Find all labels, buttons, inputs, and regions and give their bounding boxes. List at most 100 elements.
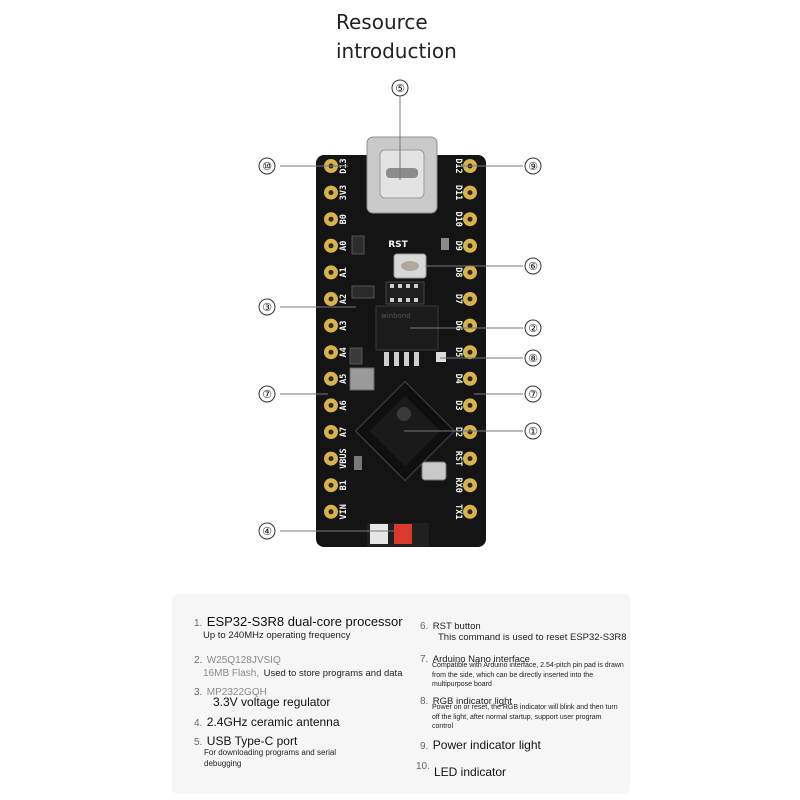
legend-item-3: 3. MP2322GQH [194, 682, 267, 700]
right-pin-label: D4 [453, 374, 463, 384]
left-pin-hole [328, 216, 334, 222]
legend-title: MP2322GQH [206, 687, 267, 698]
left-pin-hole [328, 269, 334, 275]
legend-title: RGB indicator light [432, 696, 512, 707]
svg-text:⑩: ⑩ [262, 160, 272, 173]
svg-text:⑤: ⑤ [395, 82, 405, 95]
svg-text:⑨: ⑨ [528, 160, 538, 173]
left-pin-hole [328, 429, 334, 435]
right-pin-hole [467, 349, 473, 355]
callout-10: ⑩ [258, 157, 276, 175]
svg-text:①: ① [528, 425, 538, 438]
legend-num: 5. [194, 737, 203, 748]
legend-desc-line: control [432, 723, 454, 730]
left-pin-hole [328, 402, 334, 408]
left-pin-label: B0 [339, 214, 349, 224]
left-pin-label: 3V3 [339, 185, 349, 200]
legend-title: RST button [432, 621, 481, 632]
right-pin-label: D10 [453, 212, 463, 227]
legend-desc-5: For downloading programs and serial debu… [204, 748, 336, 769]
right-pin-hole [467, 376, 473, 382]
right-pin-label: D12 [453, 158, 463, 173]
legend-title: W25Q128JVSIQ [206, 655, 281, 666]
left-pin-hole [328, 349, 334, 355]
right-pin-label: RST [453, 451, 463, 466]
left-pin-label: B1 [339, 480, 349, 490]
legend-num: 9. [420, 741, 429, 752]
callout-8: ⑧ [524, 349, 542, 367]
right-pin-hole [467, 190, 473, 196]
svg-text:⑥: ⑥ [528, 260, 538, 273]
legend-num: 10. [416, 761, 430, 772]
right-pin-label: D3 [453, 400, 463, 410]
right-pin-label: D6 [453, 320, 463, 330]
legend-title: Arduino Nano interface [432, 654, 530, 665]
left-pin-hole [328, 509, 334, 515]
right-pin-hole [467, 296, 473, 302]
legend-title: 2.4GHz ceramic antenna [206, 715, 340, 729]
right-pin-hole [467, 216, 473, 222]
capacitor-2 [349, 347, 363, 365]
legend-desc-2: 16MB Flash, Used to store programs and d… [203, 663, 402, 681]
legend-item-9: 9. Power indicator light [420, 736, 541, 754]
left-pin-hole [328, 296, 334, 302]
left-pin-label: A2 [339, 294, 349, 304]
right-pin-label: D7 [453, 294, 463, 304]
usb-c-tongue [386, 168, 418, 178]
legend-title: Power indicator light [432, 738, 541, 752]
left-pin-label: A3 [339, 320, 349, 330]
right-pin-label: D9 [453, 241, 463, 251]
legend-num: 3. [194, 687, 203, 698]
title-line-2: introduction [336, 39, 457, 63]
legend-desc-6: This command is used to reset ESP32-S3R8 [438, 632, 627, 643]
legend-item-6: 6. RST button [420, 616, 481, 634]
title-line-1: Resource [336, 10, 428, 34]
right-pin-pads [463, 159, 477, 519]
legend-item-4: 4. 2.4GHz ceramic antenna [194, 713, 340, 731]
right-pin-hole [467, 243, 473, 249]
right-pin-hole [467, 269, 473, 275]
legend-num: 2. [194, 655, 203, 666]
callout-2: ② [524, 319, 542, 337]
legend-card: 1. ESP32-S3R8 dual-core processor Up to … [172, 594, 630, 794]
callout-5: ⑤ [391, 79, 409, 97]
ceramic-antenna [394, 524, 412, 544]
legend-item-7: 7. Arduino Nano interface [420, 649, 530, 667]
legend-desc-1: Up to 240MHz operating frequency [203, 630, 351, 641]
left-pin-hole [328, 243, 334, 249]
mp2322-chip [351, 285, 375, 299]
legend-item-1: 1. ESP32-S3R8 dual-core processor [194, 613, 403, 631]
callout-7-right: ⑦ [524, 385, 542, 403]
legend-desc-7: Compatible with Arduino interface, 2.54-… [432, 661, 628, 690]
rgb-led [436, 352, 446, 362]
svg-text:⑦: ⑦ [528, 388, 538, 401]
svg-text:④: ④ [262, 525, 272, 538]
legend-title: USB Type-C port [206, 734, 298, 748]
svg-text:⑧: ⑧ [528, 352, 538, 365]
legend-num: 7. [420, 654, 429, 665]
legend-num: 8. [420, 696, 429, 707]
crystal [349, 367, 375, 391]
legend-desc-8: Power on or reset, the RGB indicator wil… [432, 703, 628, 732]
legend-desc-line: Compatible with Arduino interface, 2.54-… [432, 662, 624, 669]
left-pin-label: A6 [339, 400, 349, 410]
right-pin-hole [467, 402, 473, 408]
right-pin-label: D5 [453, 347, 463, 357]
left-pin-label: A5 [339, 374, 349, 384]
legend-num: 1. [194, 618, 203, 629]
legend-sub: 16MB Flash, [203, 668, 260, 679]
legend-desc: Used to store programs and data [263, 668, 403, 679]
left-pin-label: A0 [339, 241, 349, 251]
legend-title-10: LED indicator [434, 765, 507, 779]
callout-7-left: ⑦ [258, 385, 276, 403]
legend-item-2: 2. W25Q128JVSIQ [194, 650, 281, 668]
oscillator [421, 461, 447, 481]
left-pin-label: VIN [339, 504, 349, 519]
svg-text:⑦: ⑦ [262, 388, 272, 401]
regulator-leads [390, 284, 418, 302]
legend-desc-line: Power on or reset, the RGB indicator wil… [432, 704, 618, 711]
left-pin-label: A4 [339, 347, 349, 357]
legend-item-10: 10. [416, 756, 430, 774]
right-pin-hole [467, 429, 473, 435]
